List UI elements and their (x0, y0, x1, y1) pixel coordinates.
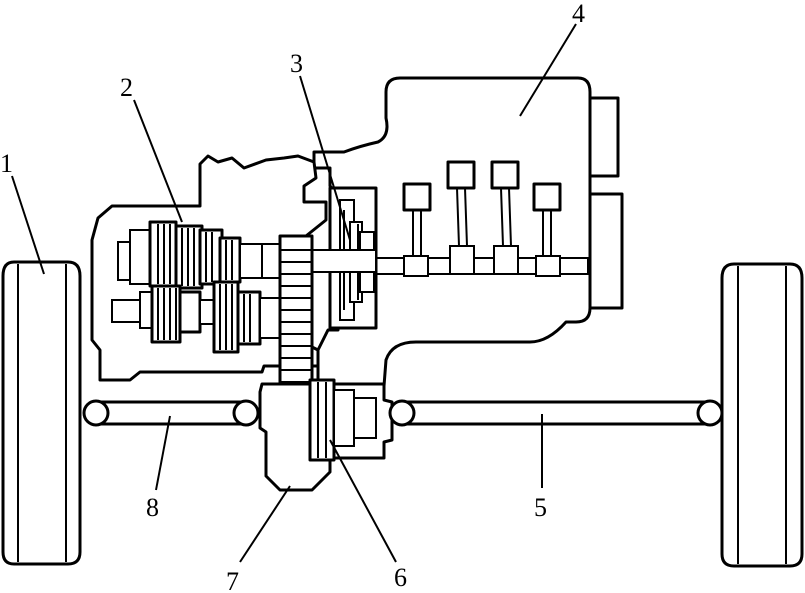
leader-line-2 (133, 99, 183, 223)
callout-6: 6 (394, 563, 407, 592)
callout-2: 2 (120, 73, 133, 102)
left-axle (82, 399, 260, 427)
leader-line-1 (11, 175, 45, 275)
leader-line-7 (239, 485, 291, 563)
left-wheel (1, 260, 82, 566)
callout-labels: 1 2 3 4 5 6 7 8 (0, 0, 585, 593)
callout-3: 3 (290, 49, 303, 78)
pistons (402, 160, 562, 277)
right-axle (388, 399, 724, 427)
callout-1: 1 (0, 149, 13, 178)
engine-block (312, 76, 624, 388)
callout-8: 8 (146, 493, 159, 522)
differential (258, 378, 394, 492)
callout-4: 4 (572, 0, 585, 28)
callout-7: 7 (226, 567, 239, 593)
callout-5: 5 (534, 493, 547, 522)
leader-line-4 (519, 23, 577, 117)
leader-line-6 (329, 439, 397, 563)
leader-line-8 (155, 415, 171, 491)
leader-lines (11, 23, 577, 563)
leader-line-3 (299, 75, 351, 241)
gear-shafts (111, 220, 377, 354)
right-wheel (720, 262, 804, 568)
